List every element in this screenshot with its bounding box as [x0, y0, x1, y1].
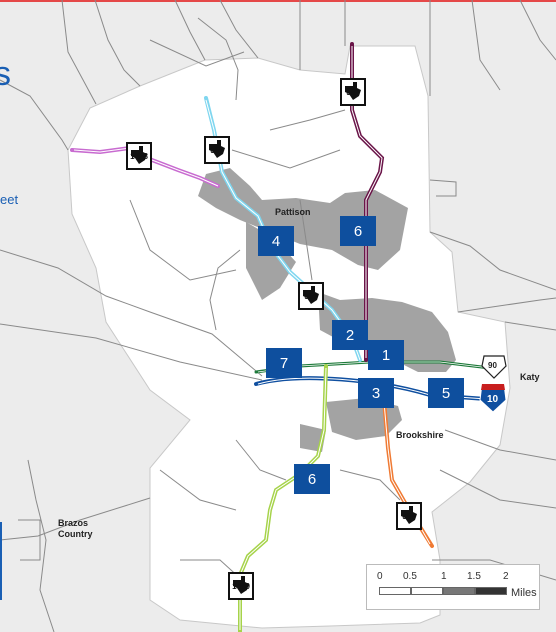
scale-bar: 0 0.5 1 1.5 2 Miles — [366, 564, 540, 610]
shield-fm362-icon: 362 — [340, 78, 366, 106]
top-accent-bar — [0, 0, 556, 2]
shield-fm359-south-icon: 359 — [396, 502, 422, 530]
service-area — [67, 45, 511, 629]
shield-fm1489-number: 1489 — [232, 582, 250, 591]
shield-fm1458-icon: 1458 — [126, 142, 152, 170]
shield-fm359-south-number: 359 — [402, 512, 416, 521]
header-accent-bar — [0, 522, 2, 600]
place-label-pattison: Pattison — [275, 207, 311, 217]
scale-tick-label: 0.5 — [403, 571, 417, 582]
shield-fm1458-number: 1458 — [130, 152, 148, 161]
shield-fm362-number: 362 — [346, 88, 360, 97]
header-link-fragment: eet — [0, 192, 19, 207]
scale-segment — [475, 587, 507, 595]
shield-fm359-mid-icon: 359 — [298, 282, 324, 310]
scale-unit-label: Miles — [511, 587, 537, 599]
scale-tick-label: 0 — [377, 571, 383, 582]
shield-us90-number: 90 — [488, 361, 497, 370]
segment-badge-7[interactable]: 7 — [266, 348, 302, 378]
shield-i10-number: 10 — [487, 394, 499, 405]
segment-badge-6-north[interactable]: 6 — [340, 216, 376, 246]
shield-fm1489-icon: 1489 — [228, 572, 254, 600]
segment-badge-1[interactable]: 1 — [368, 340, 404, 370]
scale-tick-label: 1 — [441, 571, 447, 582]
place-label-brazos-country: Brazos Country — [58, 518, 93, 539]
shield-us90-icon — [481, 355, 507, 379]
shield-i10-icon — [479, 383, 507, 413]
shield-fm359-north-number: 359 — [210, 146, 224, 155]
scale-segment — [411, 587, 443, 595]
place-label-brookshire: Brookshire — [396, 430, 444, 440]
scale-segment — [379, 587, 411, 595]
segment-badge-4[interactable]: 4 — [258, 226, 294, 256]
shield-fm359-mid-number: 359 — [304, 292, 318, 301]
shield-fm359-north-icon: 359 — [204, 136, 230, 164]
segment-badge-2[interactable]: 2 — [332, 320, 368, 350]
segment-badge-5[interactable]: 5 — [428, 378, 464, 408]
header-title-fragment: s — [0, 55, 11, 93]
segment-badge-6-south[interactable]: 6 — [294, 464, 330, 494]
scale-segment — [443, 587, 475, 595]
scale-tick-label: 1.5 — [467, 571, 481, 582]
scale-tick-label: 2 — [503, 571, 509, 582]
segment-badge-3[interactable]: 3 — [358, 378, 394, 408]
place-label-katy: Katy — [520, 372, 540, 382]
